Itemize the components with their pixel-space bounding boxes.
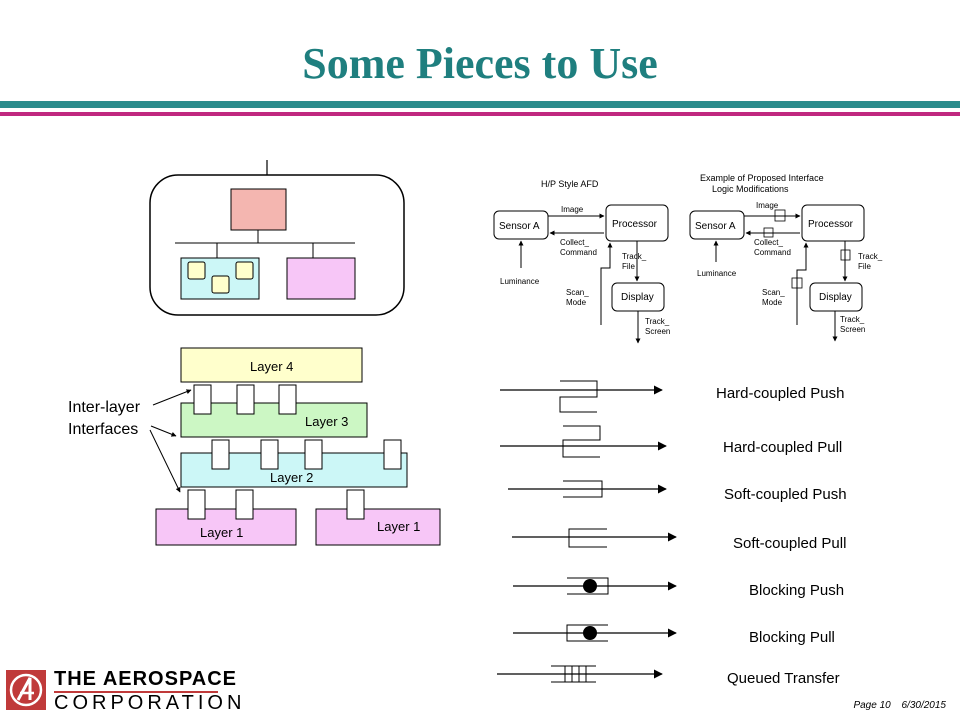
svg-text:Track_: Track_ <box>622 252 647 261</box>
svg-text:Scan_: Scan_ <box>762 288 785 297</box>
afd-left-display: Display <box>621 292 654 303</box>
afd-right-display: Display <box>819 292 852 303</box>
svg-text:Luminance: Luminance <box>500 277 540 286</box>
afd-right-sensor: Sensor A <box>695 221 736 232</box>
svg-text:Screen: Screen <box>840 325 865 334</box>
legend-blocking-push: Blocking Push <box>513 577 844 599</box>
afd-left-title: H/P Style AFD <box>541 179 599 189</box>
afd-right-processor: Processor <box>808 219 854 230</box>
svg-text:Hard-coupled Pull: Hard-coupled Pull <box>723 439 842 456</box>
svg-text:Image: Image <box>756 201 779 210</box>
svg-text:Image: Image <box>561 205 584 214</box>
component-hierarchy <box>149 160 405 316</box>
legend-hard-coupled-pull: Hard-coupled Pull <box>500 425 842 458</box>
afd-right-title-1: Example of Proposed Interface <box>700 173 824 183</box>
svg-text:Screen: Screen <box>645 327 670 336</box>
violet-subcomponent <box>286 257 356 300</box>
svg-text:Soft-coupled Pull: Soft-coupled Pull <box>733 535 846 552</box>
footer: Page 10 6/30/2015 <box>845 700 946 711</box>
logo-text-line-2: CORPORATION <box>54 692 246 714</box>
svg-text:Collect_: Collect_ <box>560 238 589 247</box>
svg-text:File: File <box>622 262 635 271</box>
logo-text-line-1: THE AEROSPACE <box>54 668 238 690</box>
afd-right-diagram: Example of Proposed Interface Logic Modi… <box>689 173 883 342</box>
layer-4-box <box>180 347 363 383</box>
legend-hard-coupled-push: Hard-coupled Push <box>500 380 844 413</box>
root-component <box>230 188 287 231</box>
svg-text:Soft-coupled Push: Soft-coupled Push <box>724 486 847 503</box>
layer-1b-label: Layer 1 <box>377 519 420 534</box>
svg-text:Mode: Mode <box>566 298 587 307</box>
svg-text:Blocking Push: Blocking Push <box>749 582 844 599</box>
svg-text:Command: Command <box>560 248 597 257</box>
slide-title: Some Pieces to Use <box>302 39 658 88</box>
svg-text:Track_: Track_ <box>645 317 670 326</box>
afd-right-title-2: Logic Modifications <box>712 184 789 194</box>
layer-3-box <box>180 402 368 438</box>
interface-legend: Hard-coupled Push Hard-coupled Pull Soft… <box>497 380 847 687</box>
layer-3-label: Layer 3 <box>305 414 348 429</box>
logo-divider <box>54 691 218 693</box>
slide-date: 6/30/2015 <box>901 700 947 711</box>
svg-text:Luminance: Luminance <box>697 269 737 278</box>
interfaces-label-2: Interfaces <box>68 421 138 438</box>
header-rule-magenta <box>0 112 960 116</box>
svg-text:Blocking Pull: Blocking Pull <box>749 629 835 646</box>
layer-4-label: Layer 4 <box>250 359 293 374</box>
header-rule-teal <box>0 101 960 108</box>
svg-text:Track_: Track_ <box>858 252 883 261</box>
layer-1b-box <box>315 508 441 546</box>
svg-text:Command: Command <box>754 248 791 257</box>
svg-text:Queued Transfer: Queued Transfer <box>727 670 840 687</box>
svg-text:File: File <box>858 262 871 271</box>
svg-text:Track_: Track_ <box>840 315 865 324</box>
afd-left-sensor: Sensor A <box>499 221 540 232</box>
layer-stack: Layer 4 Layer 3 Layer 2 Layer 1 Layer 1 … <box>68 347 441 546</box>
afd-left-diagram: H/P Style AFD Sensor A Processor Display… <box>493 179 670 344</box>
page-number: Page 10 <box>853 700 891 711</box>
layer-1a-label: Layer 1 <box>200 525 243 540</box>
legend-blocking-pull: Blocking Pull <box>513 624 835 646</box>
svg-text:Hard-coupled Push: Hard-coupled Push <box>716 385 844 402</box>
legend-soft-coupled-pull: Soft-coupled Pull <box>512 528 846 552</box>
layer-1a-box <box>155 508 297 546</box>
layer-2-label: Layer 2 <box>270 470 313 485</box>
svg-text:Collect_: Collect_ <box>754 238 783 247</box>
svg-text:Mode: Mode <box>762 298 783 307</box>
svg-text:Scan_: Scan_ <box>566 288 589 297</box>
legend-soft-coupled-push: Soft-coupled Push <box>508 480 847 503</box>
interfaces-label-1: Inter-layer <box>68 399 141 416</box>
legend-queued-transfer: Queued Transfer <box>497 665 840 687</box>
aerospace-logo-icon <box>6 670 46 710</box>
afd-left-processor: Processor <box>612 219 658 230</box>
